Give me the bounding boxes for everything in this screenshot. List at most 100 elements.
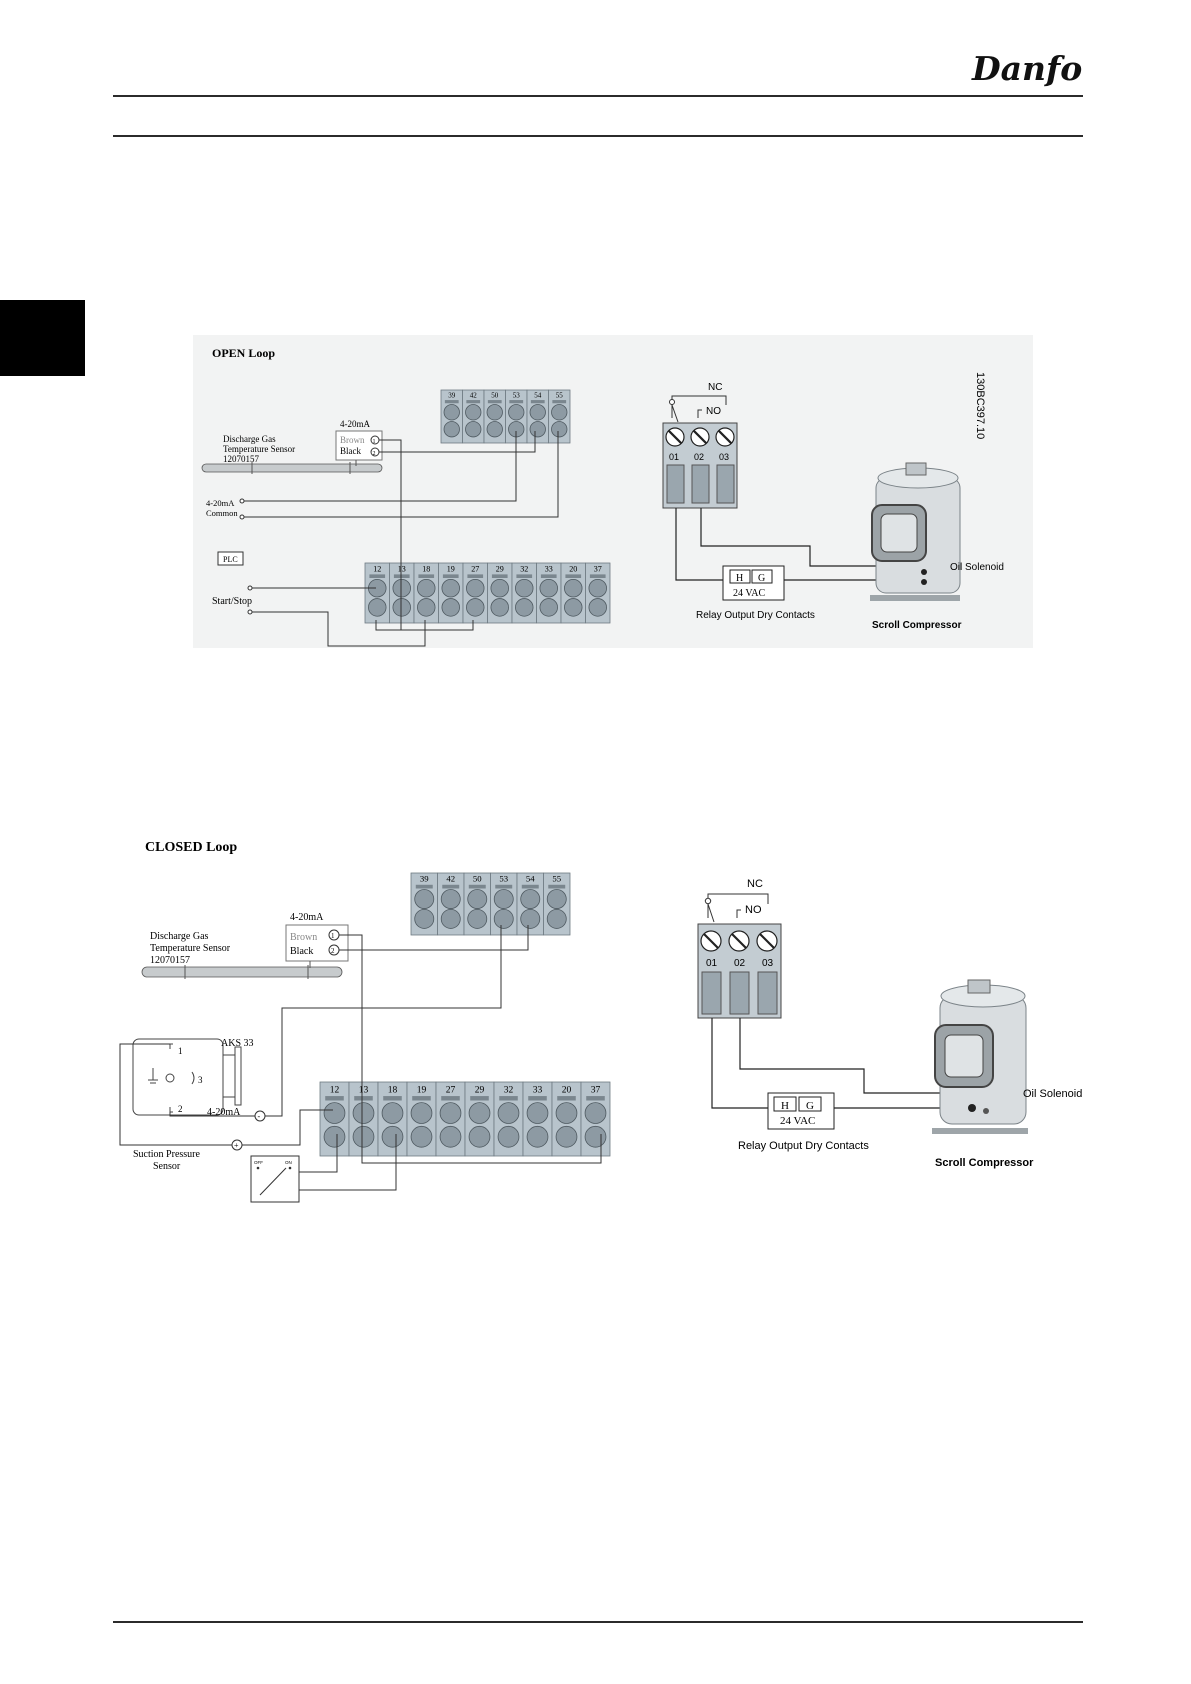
open-bottom-terminal-pin: [564, 578, 583, 598]
closed-scroll-compressor: [932, 979, 1028, 1134]
closed-pin2-label: 2: [331, 947, 335, 955]
closed-top-terminal-label: 55: [552, 874, 561, 884]
closed-top-terminal-pin: [520, 889, 541, 909]
closed-relay: NC NO 01 02 03: [697, 878, 782, 1019]
open-relay-no: NO: [706, 406, 721, 417]
closed-bottom-terminal-pin: [555, 1102, 578, 1124]
open-bottom-terminal-pin: [588, 598, 607, 617]
header-rule-lower: [113, 135, 1083, 137]
open-bottom-terminal-pin: [515, 578, 534, 598]
open-top-terminal-label: 55: [556, 391, 564, 399]
closed-signal-label: 4-20mA: [290, 912, 324, 923]
closed-top-terminal-label: 53: [499, 874, 508, 884]
closed-relay-h: H: [781, 1100, 789, 1112]
closed-relay-t01: 01: [706, 958, 718, 969]
closed-relay-t02: 02: [734, 958, 746, 969]
open-top-terminal-label: 39: [448, 391, 456, 399]
open-top-terminal-pin: [486, 421, 503, 438]
open-bottom-terminal-pin: [515, 598, 534, 617]
closed-relay-nc: NC: [747, 878, 763, 890]
aks33-label: AKS 33: [221, 1038, 254, 1049]
aks33-pin3: 3: [198, 1075, 203, 1085]
open-bottom-terminal-pin: [466, 598, 485, 617]
open-top-terminal-pin: [465, 404, 482, 421]
open-top-terminal-pin: [529, 421, 546, 438]
closed-bottom-terminal-label: 27: [446, 1084, 456, 1095]
aks-minus-label: -: [258, 1112, 261, 1121]
aks33-pin1: 1: [178, 1046, 183, 1056]
open-bottom-terminal-label: 19: [447, 564, 455, 573]
open-relay-t02: 02: [694, 452, 704, 462]
closed-top-terminal-pin: [467, 908, 488, 929]
closed-relay-g: G: [806, 1100, 814, 1112]
open-relay-g: G: [758, 573, 765, 584]
open-sensor-pipe: [201, 462, 383, 474]
closed-top-terminal-label: 42: [446, 874, 455, 884]
closed-sensor-name: Discharge Gas: [150, 931, 209, 942]
open-relay-t03: 03: [719, 452, 729, 462]
open-bottom-terminal-pin: [392, 578, 411, 598]
closed-wiring: [119, 925, 602, 1191]
chapter-tab: [0, 300, 85, 376]
closed-wire-black: Black: [290, 946, 313, 957]
aks33-sensor: [132, 1038, 242, 1116]
open-top-terminal-pin: [465, 421, 482, 438]
open-bottom-terminal-pin: [417, 578, 436, 598]
open-relay-nc: NC: [708, 382, 722, 393]
aks-plus-label: +: [234, 1141, 239, 1150]
open-bottom-terminal-pin: [564, 598, 583, 617]
closed-bottom-terminal-pin: [497, 1102, 520, 1124]
closed-top-terminal-pin: [493, 889, 514, 909]
open-bottom-terminal-label: 12: [373, 564, 381, 573]
open-loop-title: OPEN Loop: [212, 346, 275, 360]
open-bottom-terminal-pin: [392, 598, 411, 617]
open-bottom-terminal-label: 32: [520, 564, 528, 573]
open-bottom-terminal-pin: [588, 578, 607, 598]
open-pin2-label: 2: [373, 451, 376, 457]
closed-bottom-terminal-pin: [526, 1102, 549, 1124]
closed-loop-title: CLOSED Loop: [145, 840, 237, 855]
closed-wire-brown: Brown: [290, 932, 317, 943]
open-top-terminal-pin: [551, 404, 568, 421]
open-oil-solenoid-label: Oil Solenoid: [950, 562, 1004, 573]
closed-pin1-label: 1: [331, 932, 335, 940]
open-signal-label: 4-20mA: [340, 419, 370, 429]
open-top-terminal-label: 53: [513, 391, 521, 399]
closed-top-terminal-pin: [546, 908, 567, 929]
open-relay-voltage: 24 VAC: [733, 588, 765, 599]
closed-bottom-terminal-pin: [323, 1125, 346, 1148]
closed-bottom-terminal-label: 32: [504, 1084, 514, 1095]
closed-relay-no: NO: [745, 904, 762, 916]
closed-bottom-terminal-pin: [410, 1125, 433, 1148]
open-bottom-terminal-label: 29: [496, 564, 504, 573]
closed-top-terminal-pin: [414, 908, 435, 929]
closed-top-terminal-label: 50: [473, 874, 482, 884]
open-relay-h: H: [736, 573, 743, 584]
closed-bottom-terminal-pin: [352, 1125, 375, 1148]
closed-bottom-terminal-label: 20: [562, 1084, 572, 1095]
open-relay-t01: 01: [669, 452, 679, 462]
closed-bottom-terminal-pin: [410, 1102, 433, 1124]
open-scroll-compressor: [870, 462, 961, 601]
closed-bottom-terminal-label: 18: [388, 1084, 398, 1095]
closed-bottom-terminal-pin: [439, 1102, 462, 1124]
meter-left-label: OFF: [254, 1160, 263, 1165]
open-bottom-terminal-label: 13: [398, 564, 406, 573]
closed-bottom-terminal-label: 13: [359, 1084, 369, 1095]
open-top-terminal-pin: [443, 404, 460, 421]
open-relay-label: Relay Output Dry Contacts: [696, 610, 815, 621]
suction-label2: Sensor: [153, 1161, 181, 1172]
open-bottom-terminal-pin: [441, 598, 460, 617]
closed-top-terminal-pin: [467, 889, 488, 909]
open-bottom-terminal-label: 20: [569, 564, 577, 573]
closed-sensor-name2: Temperature Sensor: [150, 943, 231, 954]
open-bottom-terminal-pin: [539, 578, 558, 598]
open-bottom-terminal-pin: [417, 598, 436, 617]
open-bottom-terminal-label: 18: [422, 564, 430, 573]
